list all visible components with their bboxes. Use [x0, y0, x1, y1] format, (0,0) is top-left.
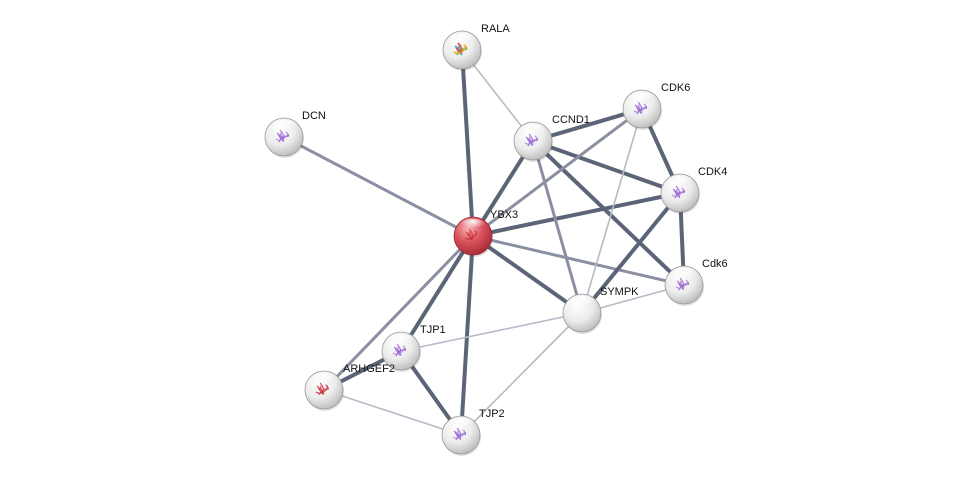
node-highlight: [459, 218, 487, 233]
node-label-cdk6: CDK6: [661, 82, 690, 94]
node-highlight: [666, 175, 694, 190]
structure-ribbon: [676, 280, 685, 290]
edge-ybx3-cdk4[interactable]: [471, 191, 682, 238]
node-arhgef2[interactable]: ARHGEF2: [304, 363, 395, 411]
node-tjp1[interactable]: TJP1: [381, 324, 446, 372]
node-highlight: [310, 372, 338, 387]
edge-cdk6-sympk[interactable]: [581, 108, 643, 314]
edge-sympk-tjp2[interactable]: [460, 312, 583, 436]
node-highlight: [628, 91, 656, 106]
edge-cdk4-sympk[interactable]: [580, 191, 682, 315]
node-label-rala: RALA: [481, 23, 510, 35]
structure-ribbon: [316, 385, 325, 395]
node-cdk6[interactable]: Cdk6: [664, 258, 728, 306]
node-highlight: [519, 123, 547, 138]
node-label-ybx3: YBX3: [490, 209, 518, 221]
edge-cdk6-ybx3[interactable]: [471, 107, 644, 238]
node-ccnd1[interactable]: CCND1: [513, 114, 590, 162]
node-label-tjp2: TJP2: [479, 408, 505, 420]
node-ybx3[interactable]: YBX3: [453, 209, 518, 257]
structure-ribbon: [465, 231, 474, 241]
structure-ribbon: [672, 188, 681, 198]
node-highlight: [447, 417, 475, 432]
edge-ybx3-rala[interactable]: [460, 48, 475, 238]
structure-ribbon: [276, 132, 285, 142]
node-sympk[interactable]: SYMPK: [562, 286, 639, 334]
edge-ybx3-sympk[interactable]: [471, 234, 584, 315]
edge-ccnd1-cdk4[interactable]: [531, 139, 682, 195]
node-label-dcn: DCN: [302, 110, 326, 122]
node-cdk4[interactable]: CDK4: [660, 166, 727, 214]
node-highlight: [387, 333, 415, 348]
structure-ribbon: [525, 136, 534, 146]
edge-ybx3-arhgef2[interactable]: [322, 234, 475, 392]
node-label-ccnd1: CCND1: [552, 114, 590, 126]
node-cdk6[interactable]: CDK6: [622, 82, 690, 130]
edge-ybx3-cdk6[interactable]: [471, 234, 686, 287]
edge-ybx3-tjp2[interactable]: [459, 234, 475, 437]
structure-ribbon: [634, 104, 643, 114]
node-label-cdk4: CDK4: [698, 166, 727, 178]
node-tjp2[interactable]: TJP2: [441, 408, 505, 456]
node-label-arhgef2: ARHGEF2: [343, 363, 395, 375]
node-label-cdk6: Cdk6: [702, 258, 728, 270]
edge-ccnd1-cdk6[interactable]: [531, 139, 686, 287]
node-dcn[interactable]: DCN: [264, 110, 326, 158]
node-label-sympk: SYMPK: [600, 286, 639, 298]
node-highlight: [448, 32, 476, 47]
structure-ribbon: [393, 346, 402, 356]
node-label-tjp1: TJP1: [420, 324, 446, 336]
node-highlight: [670, 267, 698, 282]
node-highlight: [270, 119, 298, 134]
edge-arhgef2-tjp2[interactable]: [323, 389, 462, 436]
edge-sympk-tjp1[interactable]: [400, 312, 583, 352]
node-rala[interactable]: RALA: [442, 23, 510, 71]
edge-ybx3-tjp1[interactable]: [399, 234, 475, 353]
edge-ybx3-dcn[interactable]: [282, 135, 475, 238]
node-highlight: [568, 295, 596, 310]
edge-ccnd1-sympk[interactable]: [531, 139, 584, 315]
structure-ribbon: [453, 430, 462, 440]
